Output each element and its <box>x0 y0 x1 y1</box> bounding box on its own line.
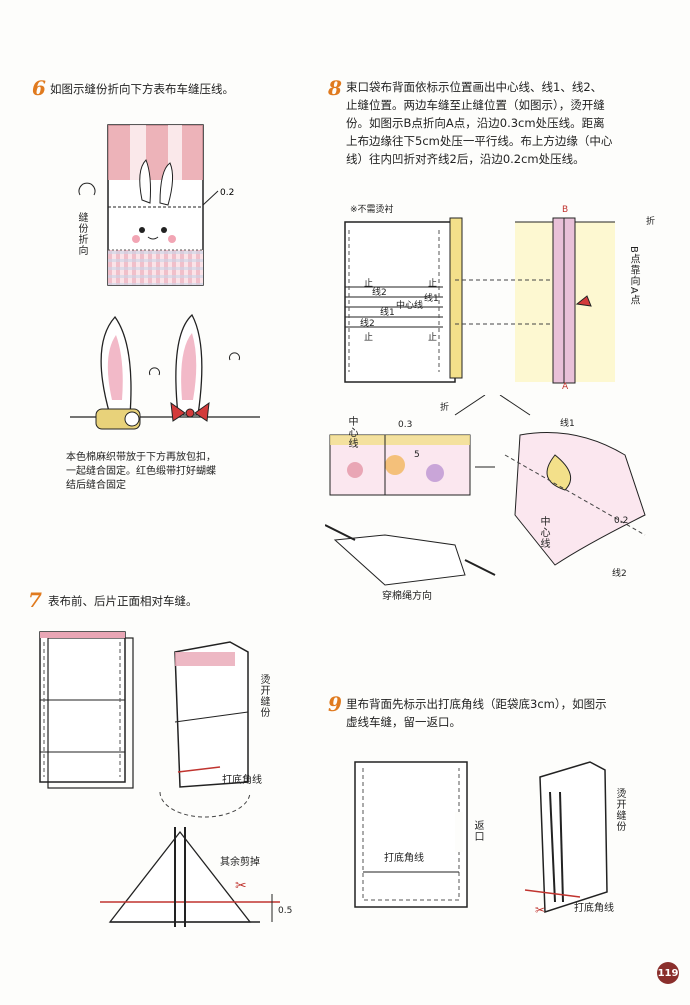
fig8-point-a: A <box>562 382 569 392</box>
fig8-center-label: 中心线 <box>346 416 357 449</box>
fig8-stop-2: 止 <box>428 279 438 289</box>
fig8-stop-3: 止 <box>364 333 374 343</box>
fig8-line1-a: 线1 <box>380 308 395 318</box>
fig8-top-illustration <box>344 217 615 384</box>
fig6-measure: 0.2 <box>220 188 234 198</box>
fig8-fold-label: 折 <box>646 217 656 227</box>
step-7-number: 7 <box>28 588 42 612</box>
fig6-caption: 本色棉麻织带放于下方再放包扣， 一起缝合固定。红色缎带打好蝴蝶 结后缝合固定 <box>66 451 266 493</box>
fig8-line2-a: 线2 <box>372 288 387 298</box>
step-9-text: 里布背面先标示出打底角线（距袋底3cm），如图示 虚线车缝，留一返口。 <box>346 695 666 731</box>
step-9-line: 里布背面先标示出打底角线（距袋底3cm），如图示 <box>346 697 607 711</box>
fig6-caption-line: 结后缝合固定 <box>66 480 126 491</box>
fig8-center-label-2: 中心线 <box>538 516 549 549</box>
fig9-illustration: ✂ <box>354 761 608 917</box>
scissors-icon-2: ✂ <box>535 903 545 917</box>
fig9-corner-line-label: 打底角线 <box>384 853 424 864</box>
step-8-line: 止缝位置。两边车缝至止缝位置（如图示），烫开缝 <box>346 98 605 112</box>
step-8-line: 上布边缘往下5cm处压一平行线。布上方边缘（中心 <box>346 134 613 148</box>
fig6-fold-label: 缝份折向 <box>76 212 87 256</box>
step-6-number: 6 <box>32 76 46 100</box>
step-8-number: 8 <box>328 76 342 100</box>
fig8-line1-b: 线1 <box>424 294 439 304</box>
fig8-line2-b: 线2 <box>360 319 375 329</box>
fig8-line1-c: 线1 <box>560 419 575 429</box>
fig8-bottom-illustration <box>325 395 646 586</box>
fig7-corner-line-label: 打底角线 <box>222 775 262 786</box>
fig8-b-to-a-label: B点靠向A点 <box>628 246 639 306</box>
fig9-corner-line-label-2: 打底角线 <box>574 903 614 914</box>
fig8-line2-c: 线2 <box>612 569 627 579</box>
fig6-caption-line: 本色棉麻织带放于下方再放包扣， <box>66 452 216 463</box>
fig9-iron-label: 烫开缝份 <box>614 788 625 832</box>
fig7-trim-label: 其余剪掉 <box>220 857 260 868</box>
fig6-bag-illustration: 0.2 <box>78 124 234 286</box>
step-8-line: 份。如图示B点折向A点，沿边0.3cm处压线。距离 <box>346 116 605 130</box>
step-7-text: 表布前、后片正面相对车缝。 <box>48 594 198 608</box>
page-number: 119 <box>657 962 679 984</box>
fig6-caption-line: 一起缝合固定。红色缎带打好蝴蝶 <box>66 466 216 477</box>
fig8-fold-label-2: 折 <box>440 403 450 413</box>
fig8-point-b: B <box>562 205 569 215</box>
fig8-center-line: 中心线 <box>396 301 424 311</box>
step-6-text: 如图示缝份折向下方表布车缝压线。 <box>50 82 234 96</box>
scissors-icon: ✂ <box>235 878 247 894</box>
fig8-measure-02: 0.2 <box>614 516 629 526</box>
step-8-text: 束口袋布背面依标示位置画出中心线、线1、线2、 止缝位置。两边车缝至止缝位置（如… <box>346 78 666 168</box>
fig7-measure: 0.5 <box>278 906 293 916</box>
fig8-no-interface: ※不需烫衬 <box>350 205 394 215</box>
fig8-measure-03: 0.3 <box>398 420 413 430</box>
step-8-line: 线）往内凹折对齐线2后，沿边0.2cm处压线。 <box>346 152 585 166</box>
fig9-return-label: 返口 <box>472 820 483 842</box>
fig6-ears-illustration <box>70 313 260 430</box>
fig7-iron-label: 烫开缝份 <box>258 674 269 718</box>
fig7-illustration: ✂ <box>39 631 280 927</box>
fig8-cord-label: 穿棉绳方向 <box>382 591 432 602</box>
step-8-line: 束口袋布背面依标示位置画出中心线、线1、线2、 <box>346 80 603 94</box>
step-9-number: 9 <box>328 692 342 716</box>
fig8-measure-5: 5 <box>414 450 420 460</box>
fig8-stop-1: 止 <box>364 279 374 289</box>
fig8-stop-4: 止 <box>428 333 438 343</box>
step-9-line: 虚线车缝，留一返口。 <box>346 715 461 729</box>
